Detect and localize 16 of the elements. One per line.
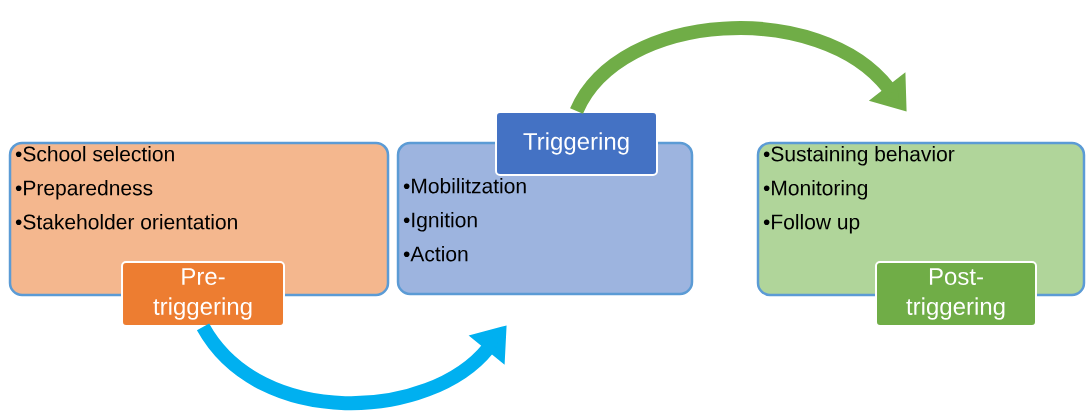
bullet-item: •Follow up bbox=[763, 214, 860, 234]
bullet-item: •Mobilitzation bbox=[403, 178, 526, 194]
curved-arrow bbox=[197, 322, 507, 411]
bullet-item: •Stakeholder orientation bbox=[15, 214, 237, 230]
curved-arrow bbox=[570, 21, 907, 115]
bullet-item: •Monitoring bbox=[763, 180, 867, 200]
bullet-item: •Action bbox=[403, 246, 468, 262]
stage-box bbox=[8, 141, 390, 297]
bullet-item: •School selection bbox=[15, 146, 174, 162]
bullet-item: •Preparedness bbox=[15, 180, 153, 200]
stage-box bbox=[756, 141, 1086, 297]
bullet-item: •Sustaining behavior bbox=[763, 146, 955, 166]
stage-label-tab: Pre- triggering bbox=[121, 261, 285, 327]
bullet-item: •Ignition bbox=[403, 212, 477, 232]
stage-label-tab: Post- triggering bbox=[875, 261, 1037, 327]
stage-label-tab: Triggering bbox=[495, 111, 658, 176]
